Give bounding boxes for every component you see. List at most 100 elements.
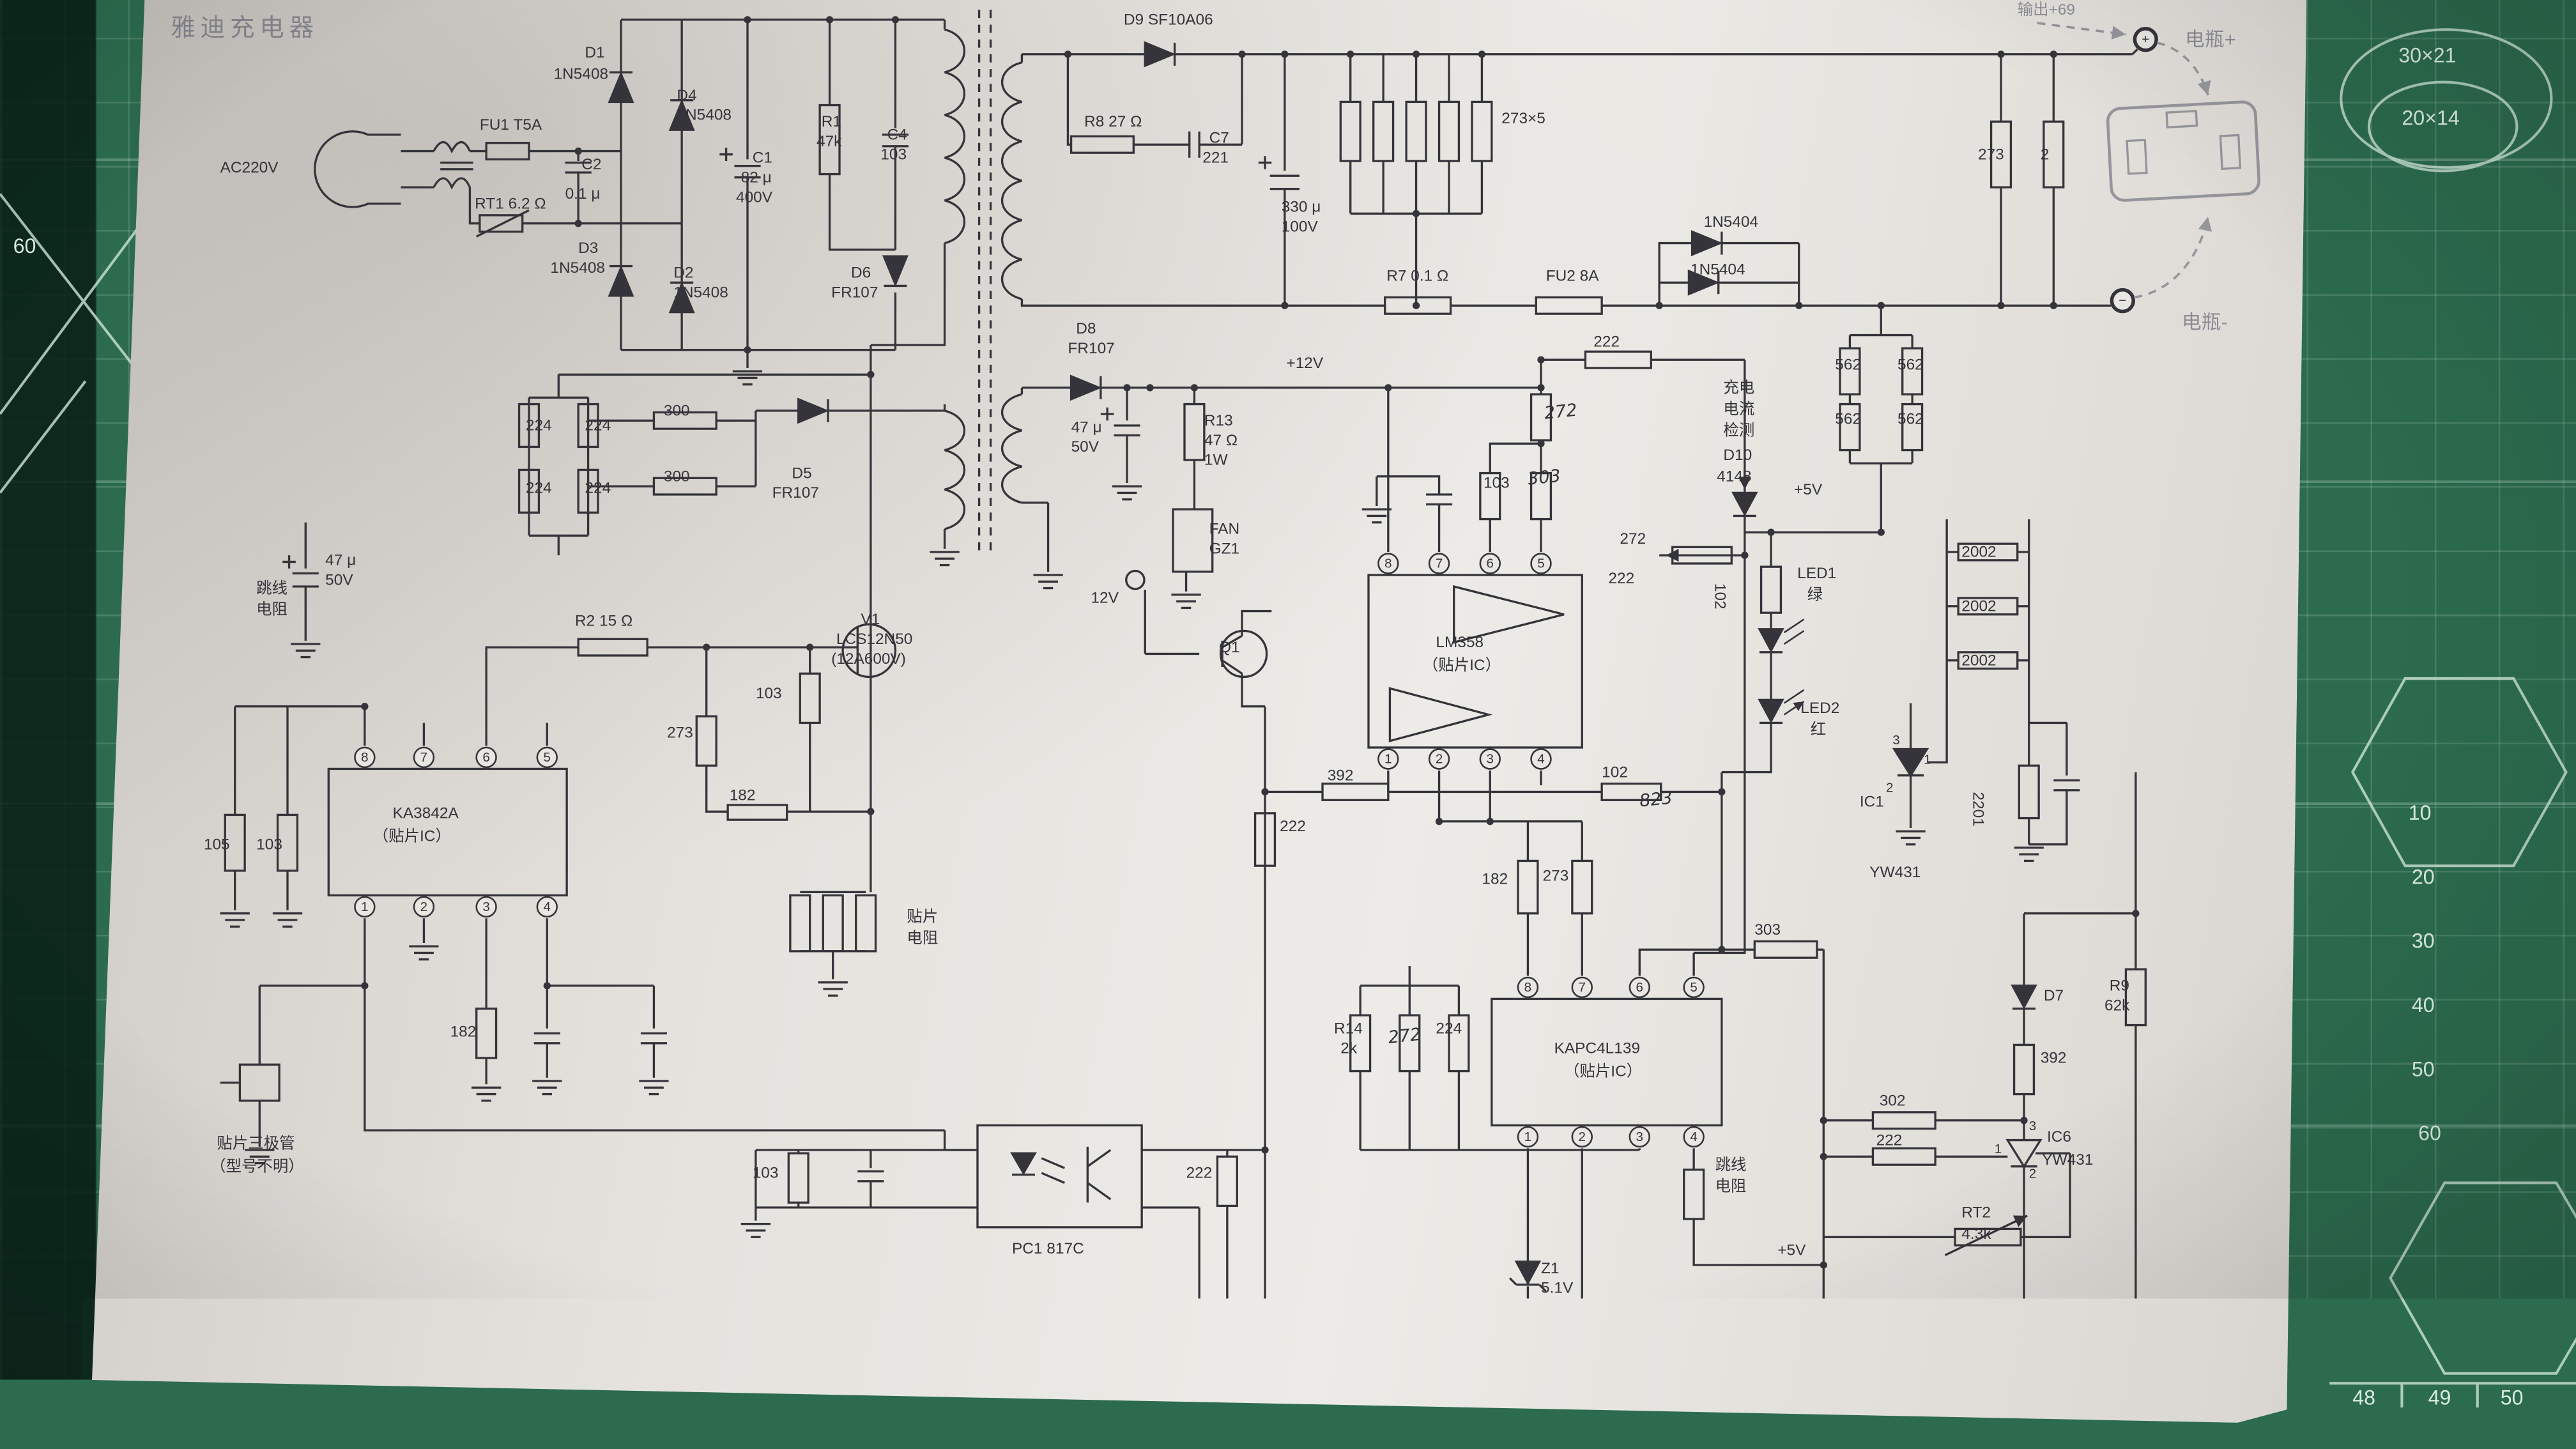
component-label: 绿 [1807, 588, 1823, 604]
pin-number: + [2135, 29, 2156, 50]
component-label: 222 [1593, 335, 1620, 351]
component-label: 47k [816, 135, 841, 150]
component-label: RT2 [1961, 1206, 1991, 1221]
component-label: 221 [1202, 151, 1229, 167]
component-label: D7 [2044, 989, 2064, 1004]
component-label: 0.1 μ [565, 187, 601, 203]
component-label: 3 [2029, 1121, 2036, 1134]
component-label: 47 μ [325, 554, 356, 569]
component-label: 2k [1340, 1041, 1357, 1057]
component-label: 103 [1483, 477, 1510, 492]
transformer-core [979, 10, 991, 552]
component-label: Q1 [1219, 641, 1240, 656]
component-label: 充电 [1723, 381, 1754, 397]
pin-number: 4 [537, 896, 558, 917]
component-label: 1N5408 [677, 109, 732, 124]
pin-number: 3 [475, 896, 496, 917]
pin-number: 2 [1429, 748, 1450, 769]
component-label: D2 [673, 266, 693, 282]
component-label: 224 [1436, 1022, 1462, 1037]
pin-number: 2 [413, 896, 434, 917]
component-label: RT1 6.2 Ω [475, 197, 546, 213]
pin-number: 6 [1629, 977, 1650, 998]
component-label: （贴片IC） [1564, 1064, 1642, 1080]
component-label: 贴片 [907, 910, 938, 926]
pin-number: 1 [354, 896, 375, 917]
component-label: D1 [585, 46, 604, 61]
component-label: +5V [1777, 1244, 1805, 1259]
diode-bars [610, 43, 2035, 1291]
component-label: 224 [526, 481, 552, 496]
component-label: YW431 [2042, 1153, 2093, 1169]
component-label: 跳线 [256, 581, 288, 597]
component-label: C7 [1209, 132, 1229, 147]
component-label: D5 [792, 466, 811, 482]
component-label: 182 [450, 1025, 477, 1041]
pin-number: 3 [1629, 1126, 1650, 1147]
component-label: 182 [730, 788, 756, 804]
component-label: 1 [1924, 754, 1931, 767]
pin-number: 7 [1572, 977, 1593, 998]
component-label: 330 μ [1282, 201, 1321, 216]
component-label: R14 [1334, 1022, 1363, 1037]
component-label: 47 μ [1071, 420, 1102, 436]
component-label: 222 [1876, 1133, 1903, 1149]
component-label: 2002 [1961, 600, 1996, 615]
component-label: 273×5 [1501, 112, 1545, 127]
component-label: FR107 [772, 486, 819, 502]
component-label: D10 [1723, 448, 1752, 464]
component-label: 105 [204, 838, 230, 853]
component-label: 1N5408 [673, 286, 728, 301]
component-label: 50V [325, 573, 353, 588]
component-label: 1N5404 [1704, 215, 1759, 231]
component-label: 62k [2104, 999, 2129, 1014]
component-label: 1N5404 [1690, 263, 1745, 278]
component-label: 1N5408 [550, 261, 605, 277]
component-label: 272 [1388, 1027, 1422, 1047]
component-label: LED2 [1800, 702, 1839, 717]
pin-number: 5 [1683, 977, 1704, 998]
component-label: R13 [1204, 414, 1233, 429]
component-label: 224 [585, 419, 611, 434]
component-label: 2201 [1969, 792, 1984, 826]
pin-number: 4 [1683, 1126, 1704, 1147]
component-label: +5V [1794, 483, 1822, 498]
component-label: 272 [1544, 402, 1578, 423]
component-label: YW431 [1869, 866, 1920, 881]
component-label: FAN [1209, 523, 1240, 538]
component-label: C1 [753, 151, 772, 167]
component-label: 103 [256, 838, 282, 853]
component-label: 400V [736, 190, 772, 206]
component-label: 303 [1754, 923, 1781, 939]
transformer-secondary-winding [1002, 63, 1022, 299]
pin-number: 3 [1480, 748, 1501, 769]
component-label: R9 [2110, 979, 2129, 995]
transformer-aux-winding [945, 411, 965, 529]
component-label: 562 [1897, 358, 1924, 374]
component-label: GZ1 [1209, 542, 1240, 558]
battery-connector [2107, 102, 2260, 201]
component-label: 2 [2041, 148, 2050, 163]
component-label: 3 [1892, 734, 1899, 747]
optocoupler-outline [977, 1125, 1142, 1227]
component-label: 562 [1835, 358, 1861, 374]
component-label: 303 [1527, 468, 1561, 489]
component-label: 103 [753, 1167, 779, 1182]
component-label: 1N5408 [554, 67, 609, 82]
component-label: FR107 [831, 286, 878, 301]
component-label: AC220V [220, 161, 279, 176]
component-label: 2 [1886, 782, 1893, 795]
component-label: 2 [2029, 1168, 2036, 1181]
component-label: 贴片三极管 [217, 1137, 295, 1152]
component-label: 103 [880, 148, 907, 163]
component-label: （贴片IC） [1423, 659, 1501, 674]
pin-number: 1 [1517, 1126, 1538, 1147]
component-label: FU1 T5A [480, 118, 542, 134]
component-label: KAPC4L139 [1554, 1041, 1640, 1057]
component-label: Z1 [1541, 1262, 1560, 1277]
fan-connector-outline [1173, 509, 1213, 572]
transformer-primary-winding [945, 29, 965, 243]
component-label: 823 [1639, 790, 1673, 811]
pin-number: 4 [1530, 748, 1551, 769]
